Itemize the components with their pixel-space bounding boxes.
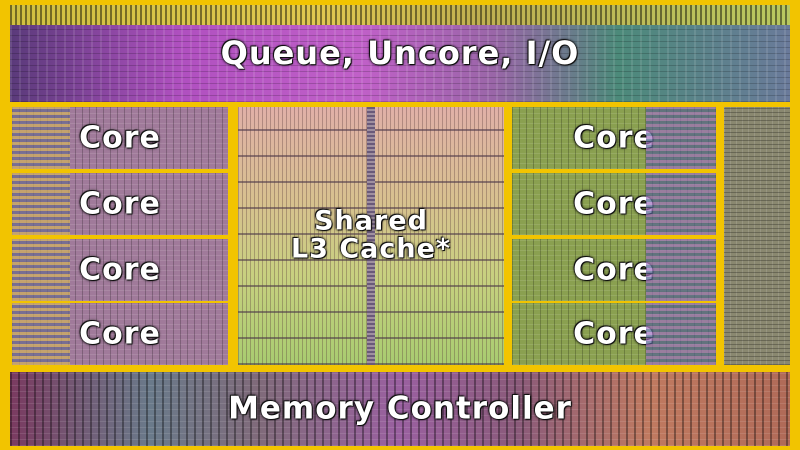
memory-controller-region: Memory Controller (10, 372, 790, 446)
core-label: Core (79, 316, 161, 352)
core-right-4: Core (512, 303, 716, 365)
shared-l3-cache-label: Shared L3 Cache* (238, 205, 504, 265)
core-label: Core (573, 316, 655, 352)
cache-label-line-1: Shared (314, 205, 428, 237)
core-left-1: Core (12, 107, 228, 169)
core-right-2: Core (512, 173, 716, 235)
core-label: Core (573, 252, 655, 288)
core-label: Core (79, 120, 161, 156)
core-left-2: Core (12, 173, 228, 235)
core-left-3: Core (12, 239, 228, 301)
shared-l3-cache-region: Shared L3 Cache* (238, 107, 504, 365)
memory-controller-label: Memory Controller (228, 390, 572, 427)
core-right-1: Core (512, 107, 716, 169)
core-label: Core (79, 252, 161, 288)
core-label: Core (573, 120, 655, 156)
queue-uncore-io-region: Queue, Uncore, I/O (10, 5, 790, 102)
uncore-top-stripe (10, 5, 790, 25)
right-edge-strip (724, 107, 790, 365)
queue-uncore-io-label: Queue, Uncore, I/O (220, 33, 580, 72)
core-left-4: Core (12, 303, 228, 365)
cache-label-line-2: L3 Cache* (290, 234, 452, 265)
core-right-3: Core (512, 239, 716, 301)
core-label: Core (573, 186, 655, 222)
core-label: Core (79, 186, 161, 222)
